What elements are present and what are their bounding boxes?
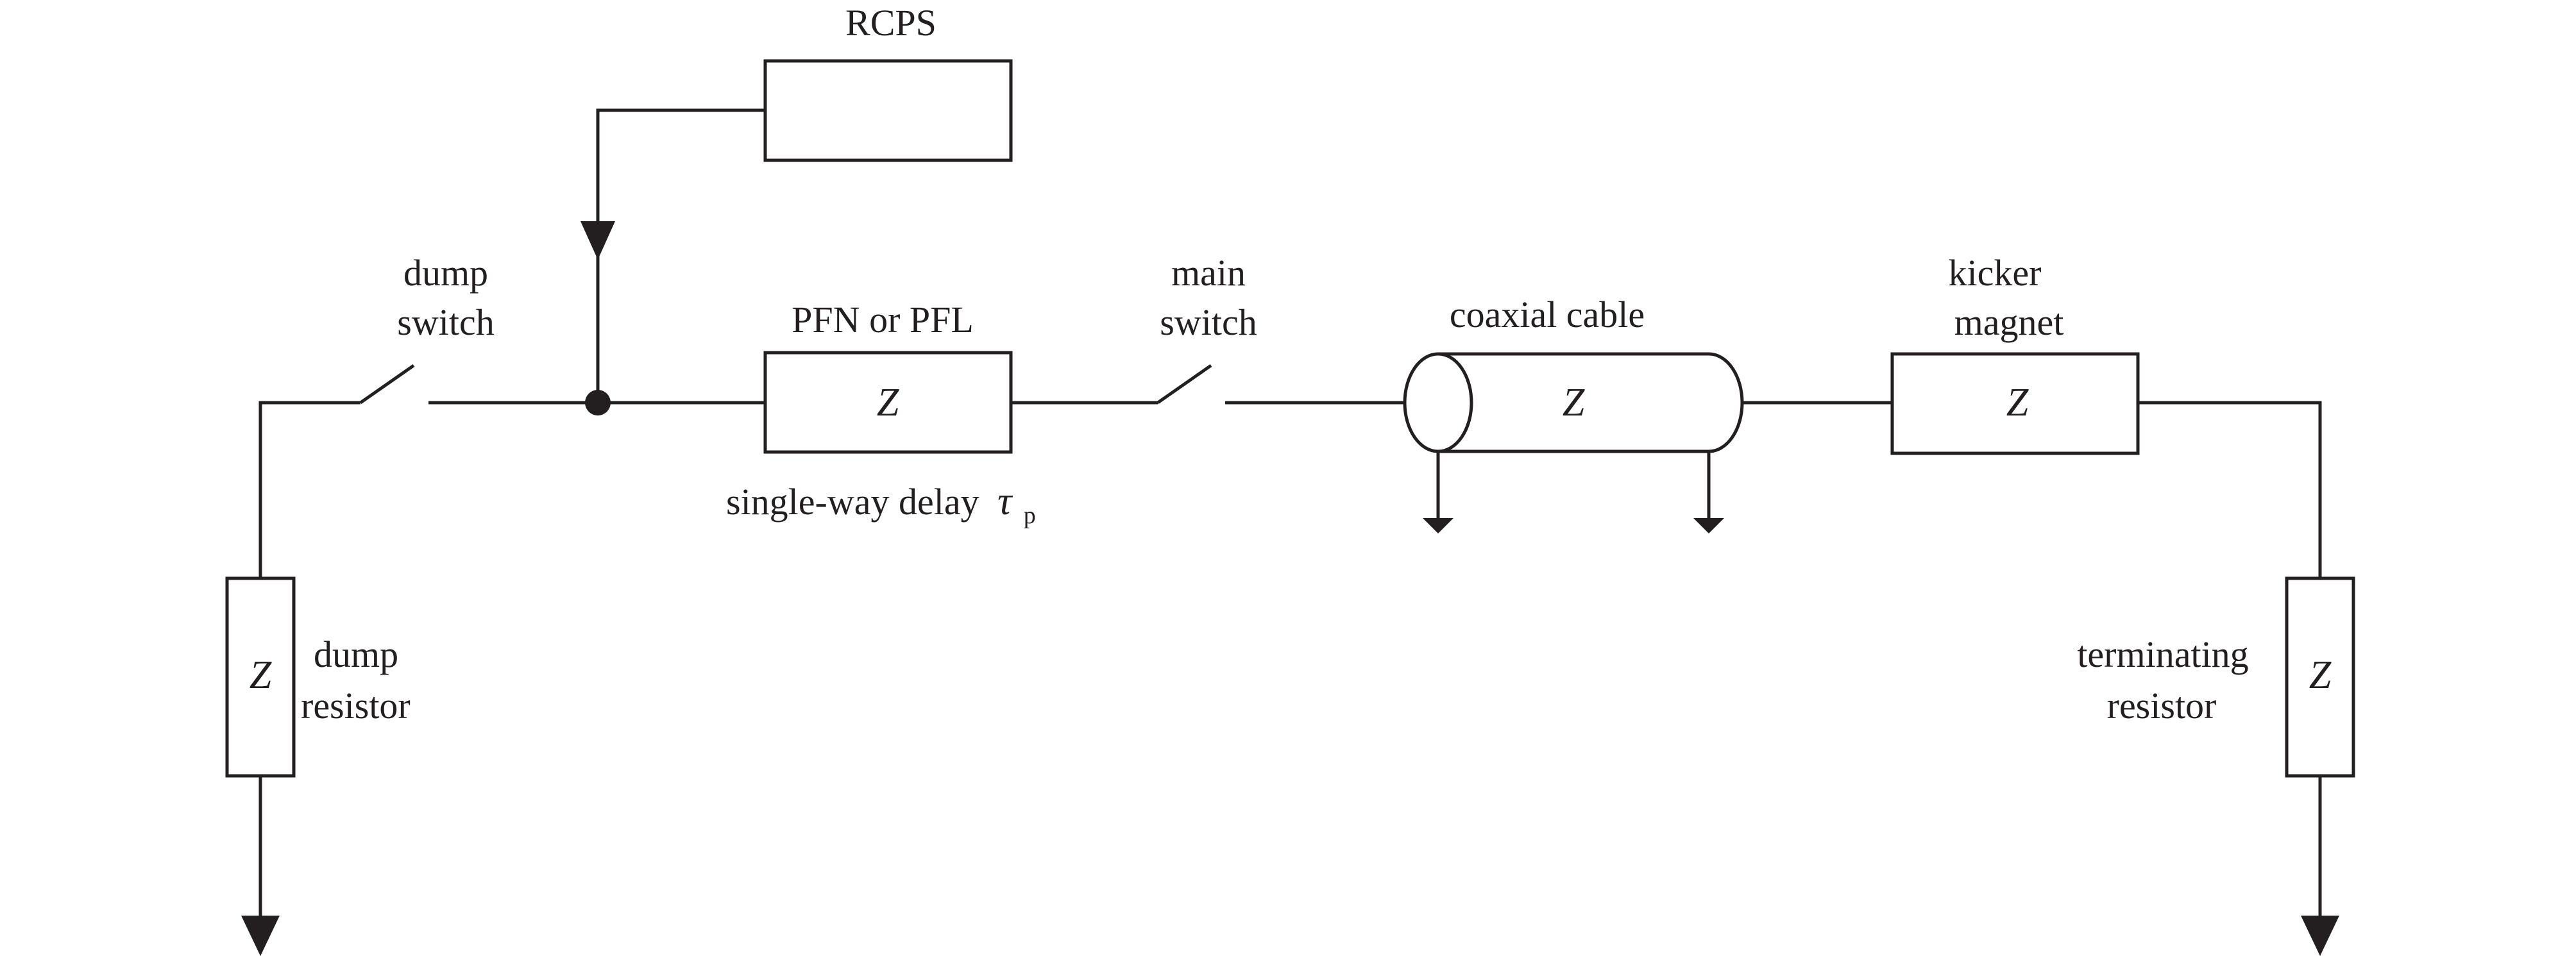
coax-label: coaxial cable [1450, 294, 1645, 335]
tau-symbol: τ [997, 480, 1013, 523]
coax-end [1403, 352, 1473, 453]
coax-shield-ground-2-arrow [1693, 518, 1724, 533]
main-switch-blade [1157, 364, 1212, 405]
tau-subscript: p [1024, 502, 1036, 529]
dump-resistor-label-1: dump [314, 633, 398, 675]
term-ground-arrow [2301, 916, 2339, 956]
dump-resistor-box [225, 576, 296, 778]
dump-resistor-z: Z [250, 653, 272, 697]
pfn-z: Z [877, 381, 899, 424]
terminating-resistor-label-2: resistor [2107, 685, 2217, 726]
dump-switch-blade [359, 364, 415, 405]
main-switch-label-2: switch [1160, 301, 1257, 343]
dump-ground-arrow [241, 916, 280, 956]
terminating-resistor-z: Z [2309, 653, 2332, 697]
rcps-box [763, 59, 1013, 162]
coax-z: Z [1563, 381, 1585, 424]
kicker-to-term-wire [2138, 401, 2322, 578]
pfn-label: PFN or PFL [792, 299, 974, 340]
kicker-z: Z [2006, 381, 2029, 424]
delay-label-text: single-way delay [726, 481, 979, 523]
kicker-label-1: kicker [1949, 252, 2042, 294]
terminating-resistor-box [2285, 576, 2355, 778]
dump-resistor-label-2: resistor [301, 685, 411, 726]
dump-switch-label-2: switch [397, 301, 494, 343]
dump-switch-label-1: dump [403, 252, 488, 294]
kicker-label-2: magnet [1954, 301, 2064, 343]
rcps-feed-wire [596, 108, 765, 403]
delay-label: single-way delay τ p [726, 480, 1036, 529]
rcps-feed-arrow [580, 221, 615, 260]
coax-body [1438, 352, 1744, 453]
main-switch-label-1: main [1171, 252, 1246, 294]
terminating-resistor-label-1: terminating [2077, 633, 2248, 675]
rcps-label: RCPS [845, 2, 936, 44]
coax-shield-ground-1-arrow [1423, 518, 1453, 533]
